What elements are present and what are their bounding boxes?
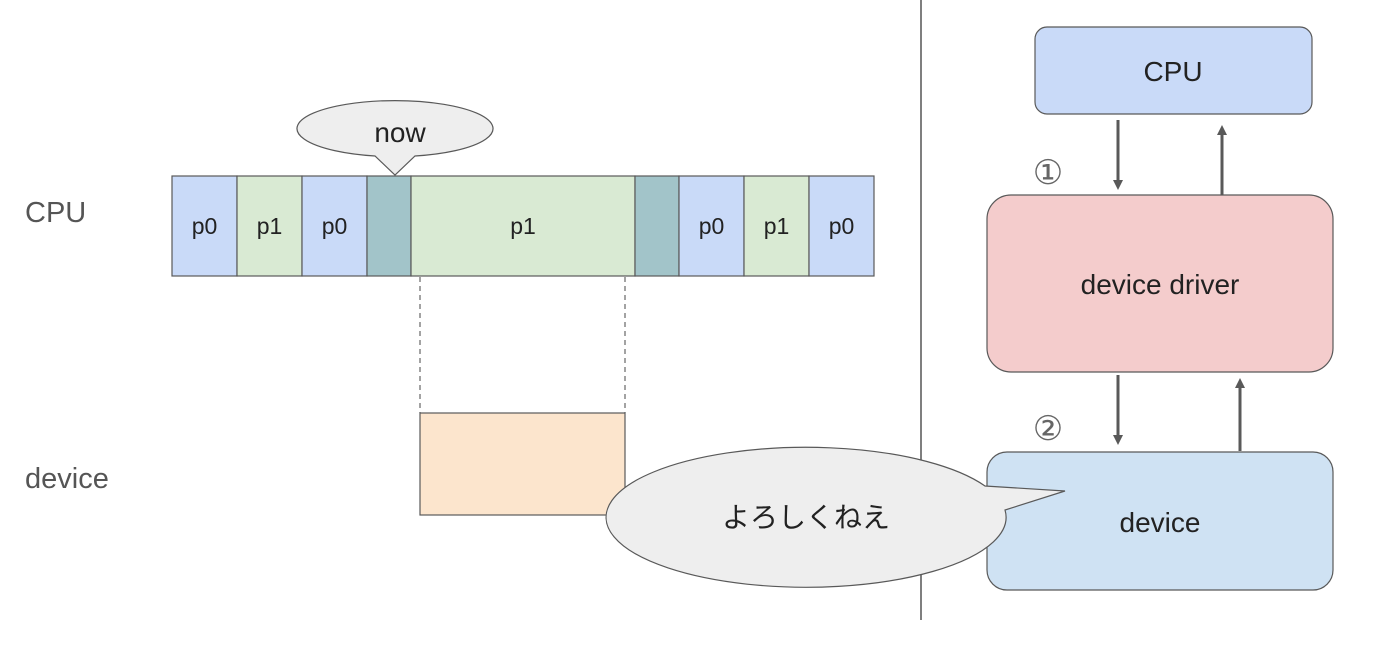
now-label: now [374,117,426,148]
device-driver-label: device driver [1081,269,1240,300]
timeline-segment-label: p1 [510,213,536,239]
timeline-segment-label: p0 [322,213,348,239]
timeline-segment-switch [366,175,412,277]
device-box-label: device [1120,507,1201,538]
cpu-row-label: CPU [25,197,86,229]
timeline-segment-p1 [743,175,810,277]
device-driver-rect [986,194,1334,373]
device-box: device [986,451,1334,591]
timeline-segment-switch [634,175,680,277]
timeline-segment-p0 [301,175,368,277]
timeline-segment-p1 [410,175,636,277]
timeline-segment-label: p0 [192,213,218,239]
device-driver-box: device driver [986,194,1334,373]
timeline-segment-label: p0 [829,213,855,239]
cpu-box: CPU [1034,26,1313,115]
device-busy-block [419,412,626,516]
timeline-segment-p0 [678,175,745,277]
step-1-marker: ① [1033,154,1063,192]
speech-bubble: よろしくねえ [605,446,1066,588]
cpu-box-label: CPU [1143,56,1202,87]
device-row-label: device [25,463,109,495]
timeline-segment-p0 [808,175,875,277]
speech-bubble-text: よろしくねえ [722,502,890,533]
timeline-segment-p1 [236,175,303,277]
now-callout: now [296,99,494,176]
timeline-segment-label: p1 [257,213,283,239]
cpu-box-rect [1034,26,1313,115]
speech-bubble-shape [605,446,1066,588]
now-bubble [296,99,494,176]
timeline-segment-label: p1 [764,213,790,239]
step-2-marker: ② [1033,410,1063,448]
cpu-timeline: p0 p1 p0 p1 p0 p1 p0 [171,175,875,277]
timeline-segment-label: p0 [699,213,725,239]
timeline-segment-p0 [171,175,238,277]
